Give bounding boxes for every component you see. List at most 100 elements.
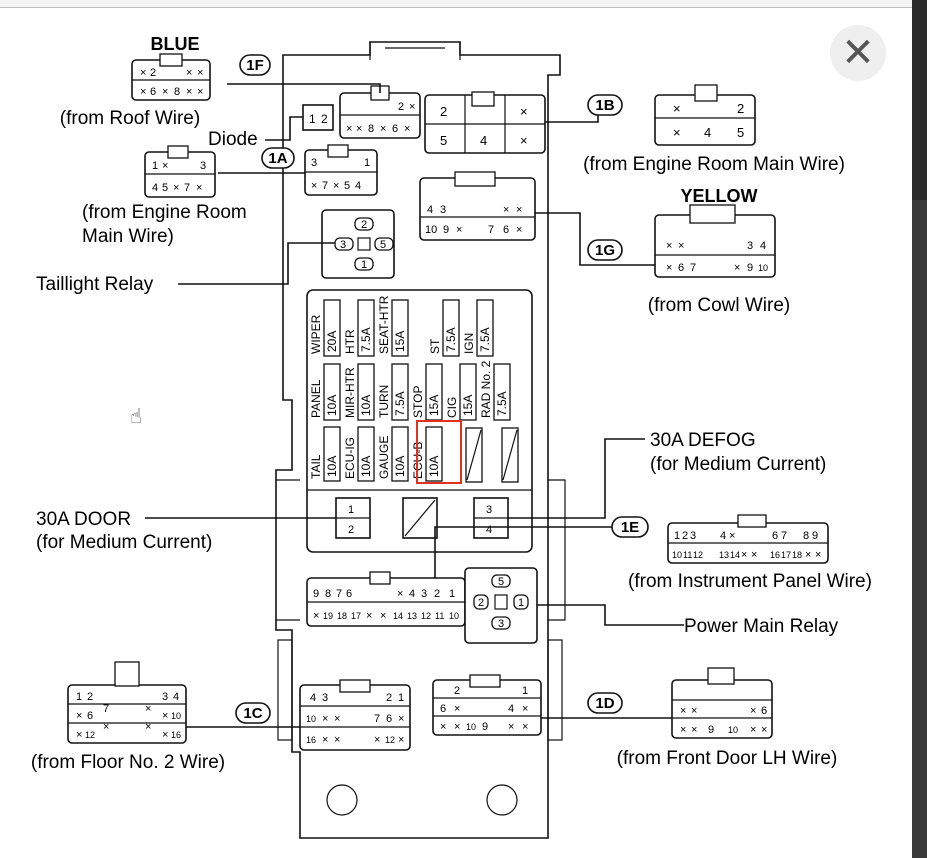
svg-text:×: × (76, 710, 82, 722)
svg-text:6: 6 (87, 710, 93, 722)
svg-text:17: 17 (351, 611, 361, 621)
fuse-amp: 20A (325, 331, 339, 352)
door-label-line1: 30A DOOR (36, 509, 131, 530)
svg-text:6: 6 (761, 705, 767, 717)
badge-1B: 1B (587, 94, 623, 116)
badge-1F-text: 1F (246, 57, 264, 74)
connector-1B-box: 2 × 5 4 × (424, 91, 546, 154)
taillight-relay-label: Taillight Relay (36, 274, 154, 295)
svg-text:13: 13 (719, 550, 729, 560)
svg-text:×: × (162, 160, 168, 172)
window-right-edge (912, 0, 927, 858)
svg-text:3: 3 (162, 691, 168, 703)
svg-text:9: 9 (747, 262, 753, 274)
svg-text:×: × (322, 713, 328, 725)
svg-text:6: 6 (150, 86, 156, 98)
close-button[interactable]: ✕ (830, 25, 886, 81)
svg-text:×: × (691, 705, 697, 717)
svg-text:9: 9 (812, 530, 818, 542)
svg-text:13: 13 (407, 611, 417, 621)
fuse-name: STOP (411, 386, 425, 418)
svg-text:1: 1 (348, 504, 354, 516)
svg-text:2: 2 (478, 597, 484, 609)
svg-text:×: × (734, 262, 740, 274)
svg-text:7: 7 (488, 224, 494, 236)
badge-1D: 1D (587, 692, 623, 714)
svg-text:×: × (186, 67, 192, 79)
svg-text:×: × (503, 204, 509, 216)
fuse-amp: 10A (427, 456, 441, 477)
floor-wire-label: (from Floor No. 2 Wire) (31, 752, 225, 773)
svg-text:16: 16 (171, 730, 181, 740)
svg-text:×: × (673, 125, 681, 140)
svg-text:4: 4 (720, 530, 726, 542)
svg-text:×: × (162, 86, 168, 98)
svg-text:12: 12 (693, 550, 703, 560)
fuse-amp: 7.5A (444, 327, 458, 352)
badge-1D-text: 1D (595, 695, 614, 712)
svg-text:×: × (380, 123, 386, 135)
fuse-name: TAIL (309, 454, 323, 479)
svg-text:10: 10 (171, 711, 181, 721)
fuse-name: ST (428, 338, 442, 354)
fuse-amp: 10A (325, 456, 339, 477)
svg-text:2: 2 (361, 219, 367, 231)
svg-text:×: × (346, 123, 352, 135)
svg-text:6: 6 (392, 123, 398, 135)
door-label-line2: (for Medium Current) (36, 532, 212, 553)
svg-text:5: 5 (440, 133, 447, 148)
svg-text:10: 10 (672, 550, 682, 560)
close-icon: ✕ (841, 30, 875, 76)
svg-text:×: × (673, 101, 681, 116)
svg-text:11: 11 (683, 550, 692, 560)
fuse-amp: 7.5A (478, 327, 492, 352)
svg-text:×: × (145, 721, 151, 733)
svg-text:3: 3 (311, 157, 317, 169)
svg-text:×: × (103, 721, 109, 733)
svg-text:10: 10 (425, 224, 437, 236)
fuse-name: PANEL (309, 379, 323, 418)
svg-text:×: × (805, 549, 811, 561)
cowl-wire-label: (from Cowl Wire) (648, 295, 791, 316)
svg-text:5: 5 (380, 239, 386, 251)
fuse-amp: 15A (427, 395, 441, 416)
svg-text:2: 2 (440, 104, 447, 119)
svg-text:×: × (311, 180, 317, 192)
svg-text:2: 2 (386, 692, 392, 704)
svg-text:×: × (741, 549, 747, 561)
svg-text:1: 1 (398, 692, 404, 704)
svg-text:×: × (522, 721, 528, 733)
svg-text:6: 6 (440, 703, 446, 715)
svg-text:10: 10 (306, 714, 316, 724)
svg-text:3: 3 (486, 504, 492, 516)
badge-1B-text: 1B (595, 97, 614, 114)
fuse-highlight (416, 420, 462, 484)
fuse-amp: 10A (393, 456, 407, 477)
svg-text:4: 4 (486, 524, 492, 536)
hand-cursor-icon: ☝ (130, 404, 143, 428)
diode-component: 1 2 (302, 104, 334, 131)
svg-text:×: × (454, 703, 460, 715)
svg-text:10: 10 (466, 722, 476, 732)
svg-text:×: × (162, 729, 168, 741)
fuse-name: ECU-IG (343, 437, 357, 479)
svg-text:×: × (398, 713, 404, 725)
svg-text:×: × (397, 588, 403, 600)
fuse-name: WIPER (309, 314, 323, 354)
svg-text:3: 3 (747, 240, 753, 252)
svg-text:×: × (666, 240, 672, 252)
svg-text:×: × (815, 549, 821, 561)
svg-text:×: × (76, 729, 82, 741)
svg-text:×: × (197, 86, 203, 98)
defog-relay-box: 34 (473, 497, 509, 539)
blank-relay-slot (402, 497, 438, 539)
svg-text:1: 1 (449, 588, 455, 600)
